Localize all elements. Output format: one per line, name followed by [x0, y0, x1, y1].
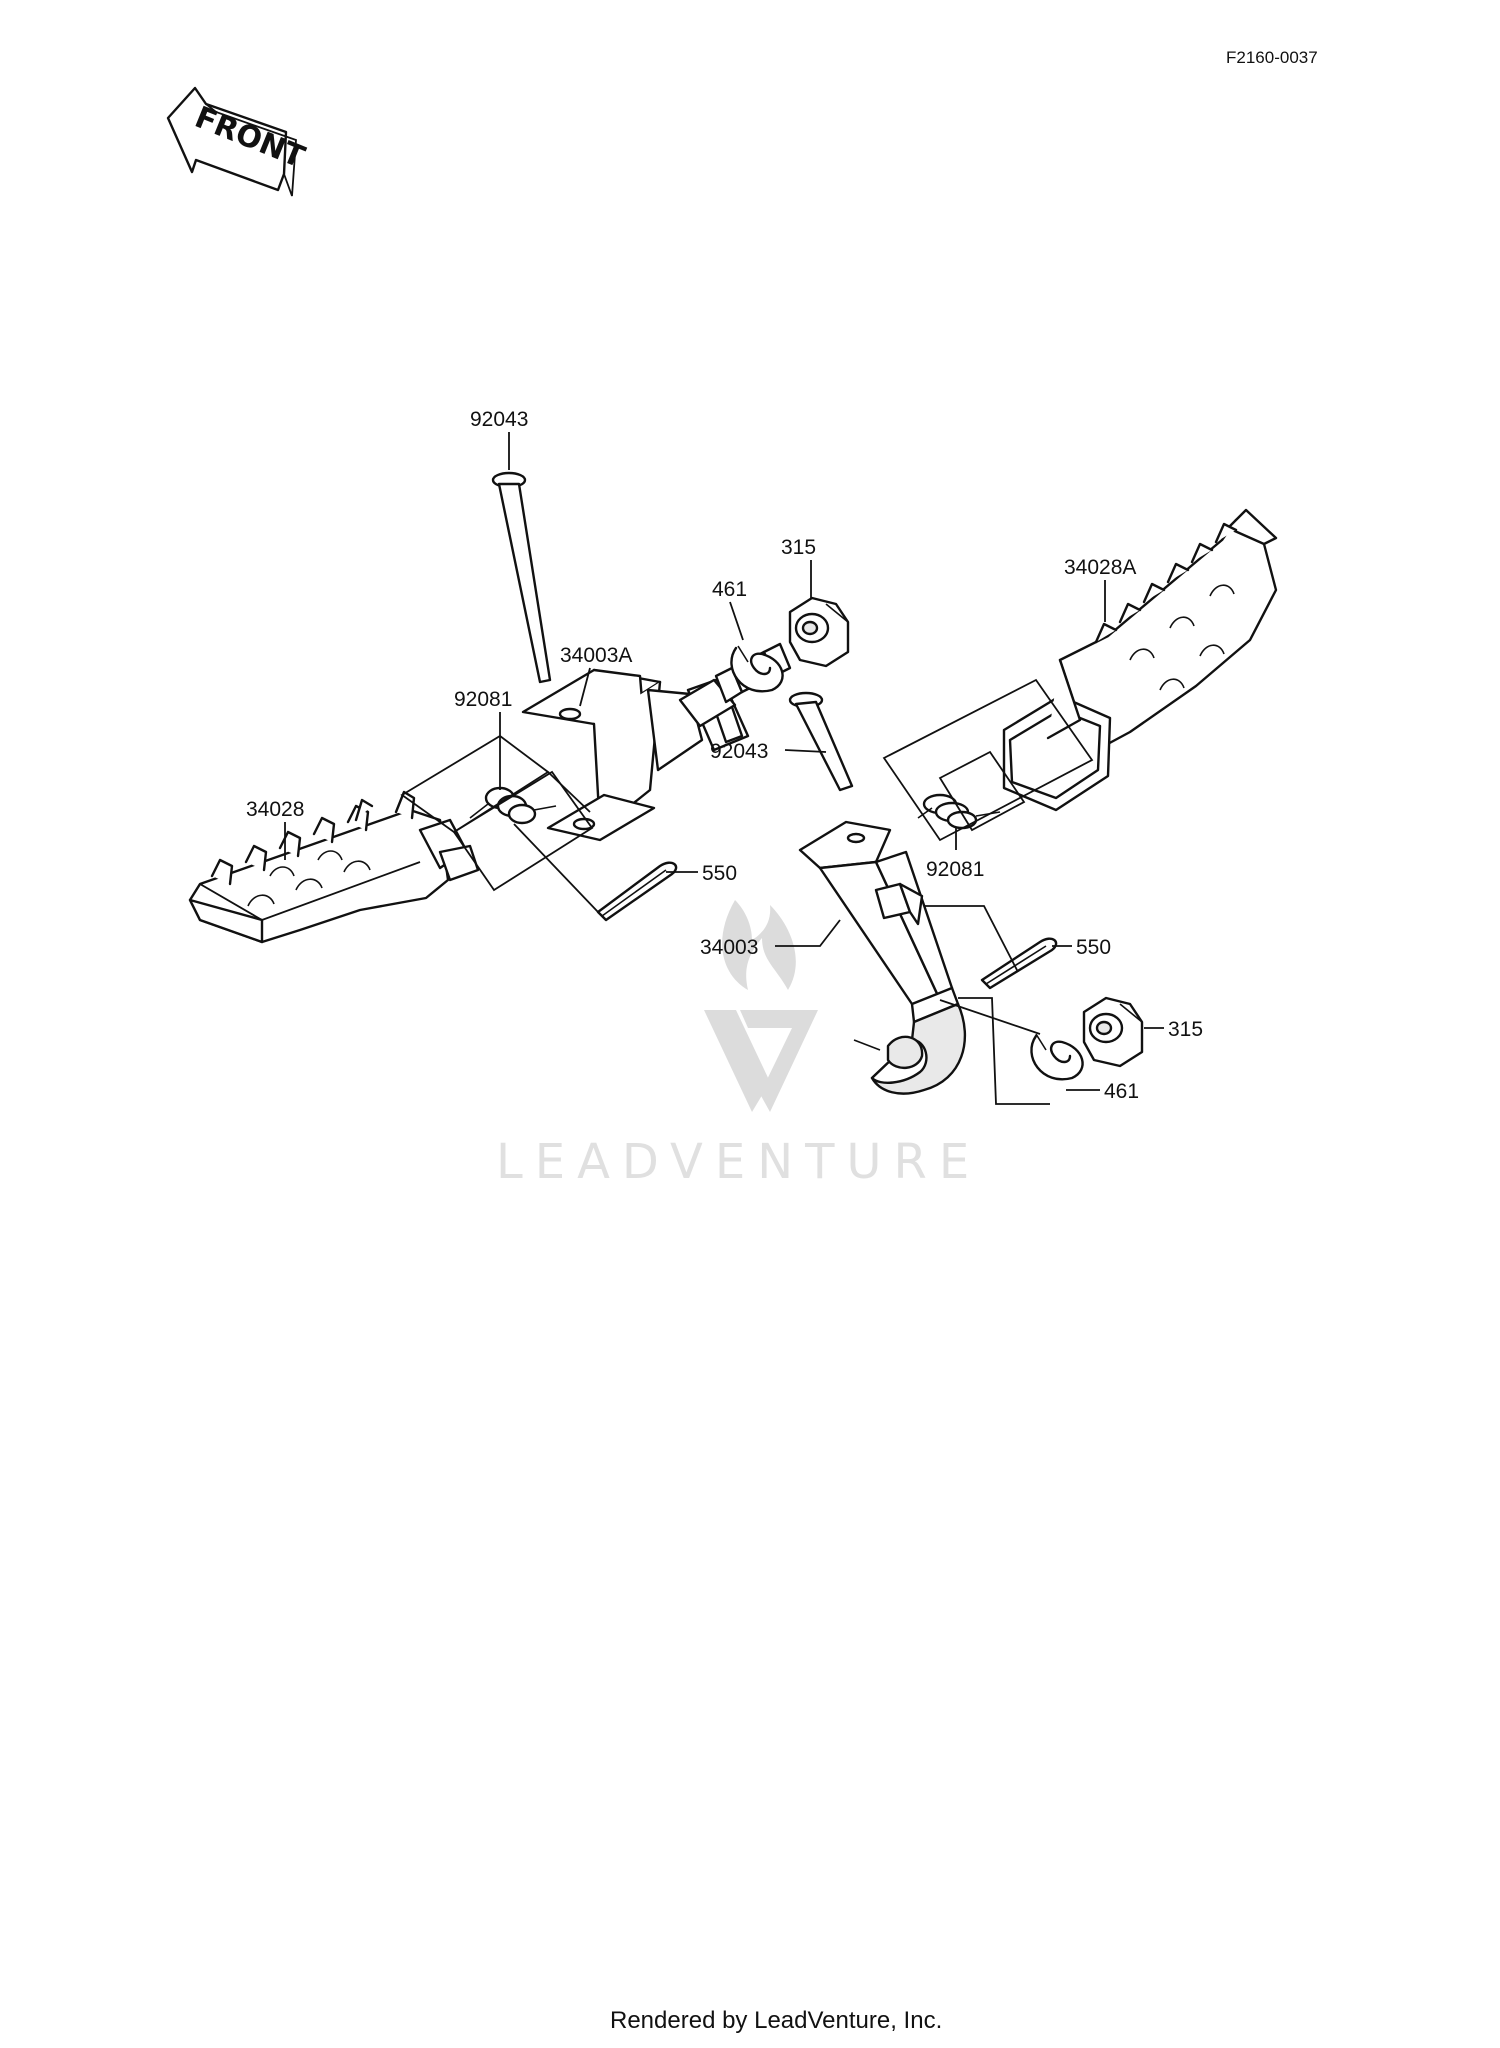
right-footpeg-assembly: 34028A 92043 92081 550 34003 315 461	[700, 508, 1278, 1105]
right-cotter-pin-550	[980, 937, 1058, 990]
right-pin-92043	[788, 691, 854, 792]
callout-34028A: 34028A	[1064, 556, 1136, 579]
callout-92081: 92081	[926, 858, 984, 881]
exploded-box	[924, 905, 1019, 973]
callout-550: 550	[702, 862, 737, 885]
exploded-box	[452, 770, 594, 892]
exploded-box	[938, 750, 1026, 832]
exploded-box	[939, 999, 1041, 1035]
left-footpeg-assembly: 92043 315 461 34003A 92081 34028 550	[188, 408, 850, 944]
watermark: LEADVENTURE	[496, 900, 981, 1190]
leader-line	[775, 919, 841, 947]
right-bracket-34003	[798, 820, 967, 1095]
exploded-box	[882, 678, 1094, 842]
right-nut-315	[1082, 996, 1144, 1068]
right-footpeg-34028A	[1002, 508, 1278, 812]
callout-550: 550	[1076, 936, 1111, 959]
figure-id: F2160-0037	[1226, 48, 1318, 67]
leader-line	[579, 667, 591, 707]
callout-315: 315	[781, 536, 816, 559]
left-spring-92081	[469, 786, 557, 825]
callout-315: 315	[1168, 1018, 1203, 1041]
left-footpeg-34028	[188, 790, 480, 944]
callout-92081: 92081	[454, 688, 512, 711]
left-pin-92043	[491, 471, 552, 684]
left-cotter-pin-550	[596, 861, 678, 922]
callout-34028: 34028	[246, 798, 304, 821]
front-arrow-icon: FRONT	[166, 86, 310, 197]
right-spring-92081	[917, 793, 1001, 830]
callout-34003A: 34003A	[560, 644, 632, 667]
exploded-box	[547, 771, 591, 813]
watermark-text: LEADVENTURE	[496, 1134, 981, 1190]
exploded-box	[513, 823, 599, 913]
left-nut-315	[788, 596, 850, 668]
right-washer-461	[1030, 1033, 1084, 1081]
callout-461: 461	[1104, 1080, 1139, 1103]
footer-credit: Rendered by LeadVenture, Inc.	[610, 2007, 942, 2034]
callout-92043: 92043	[470, 408, 528, 431]
callout-92043: 92043	[710, 740, 768, 763]
left-washer-461	[730, 645, 784, 693]
callout-34003: 34003	[700, 936, 758, 959]
leader-line	[784, 749, 827, 753]
callout-461: 461	[712, 578, 747, 601]
exploded-box	[958, 997, 1050, 1105]
leader-line	[729, 601, 744, 641]
